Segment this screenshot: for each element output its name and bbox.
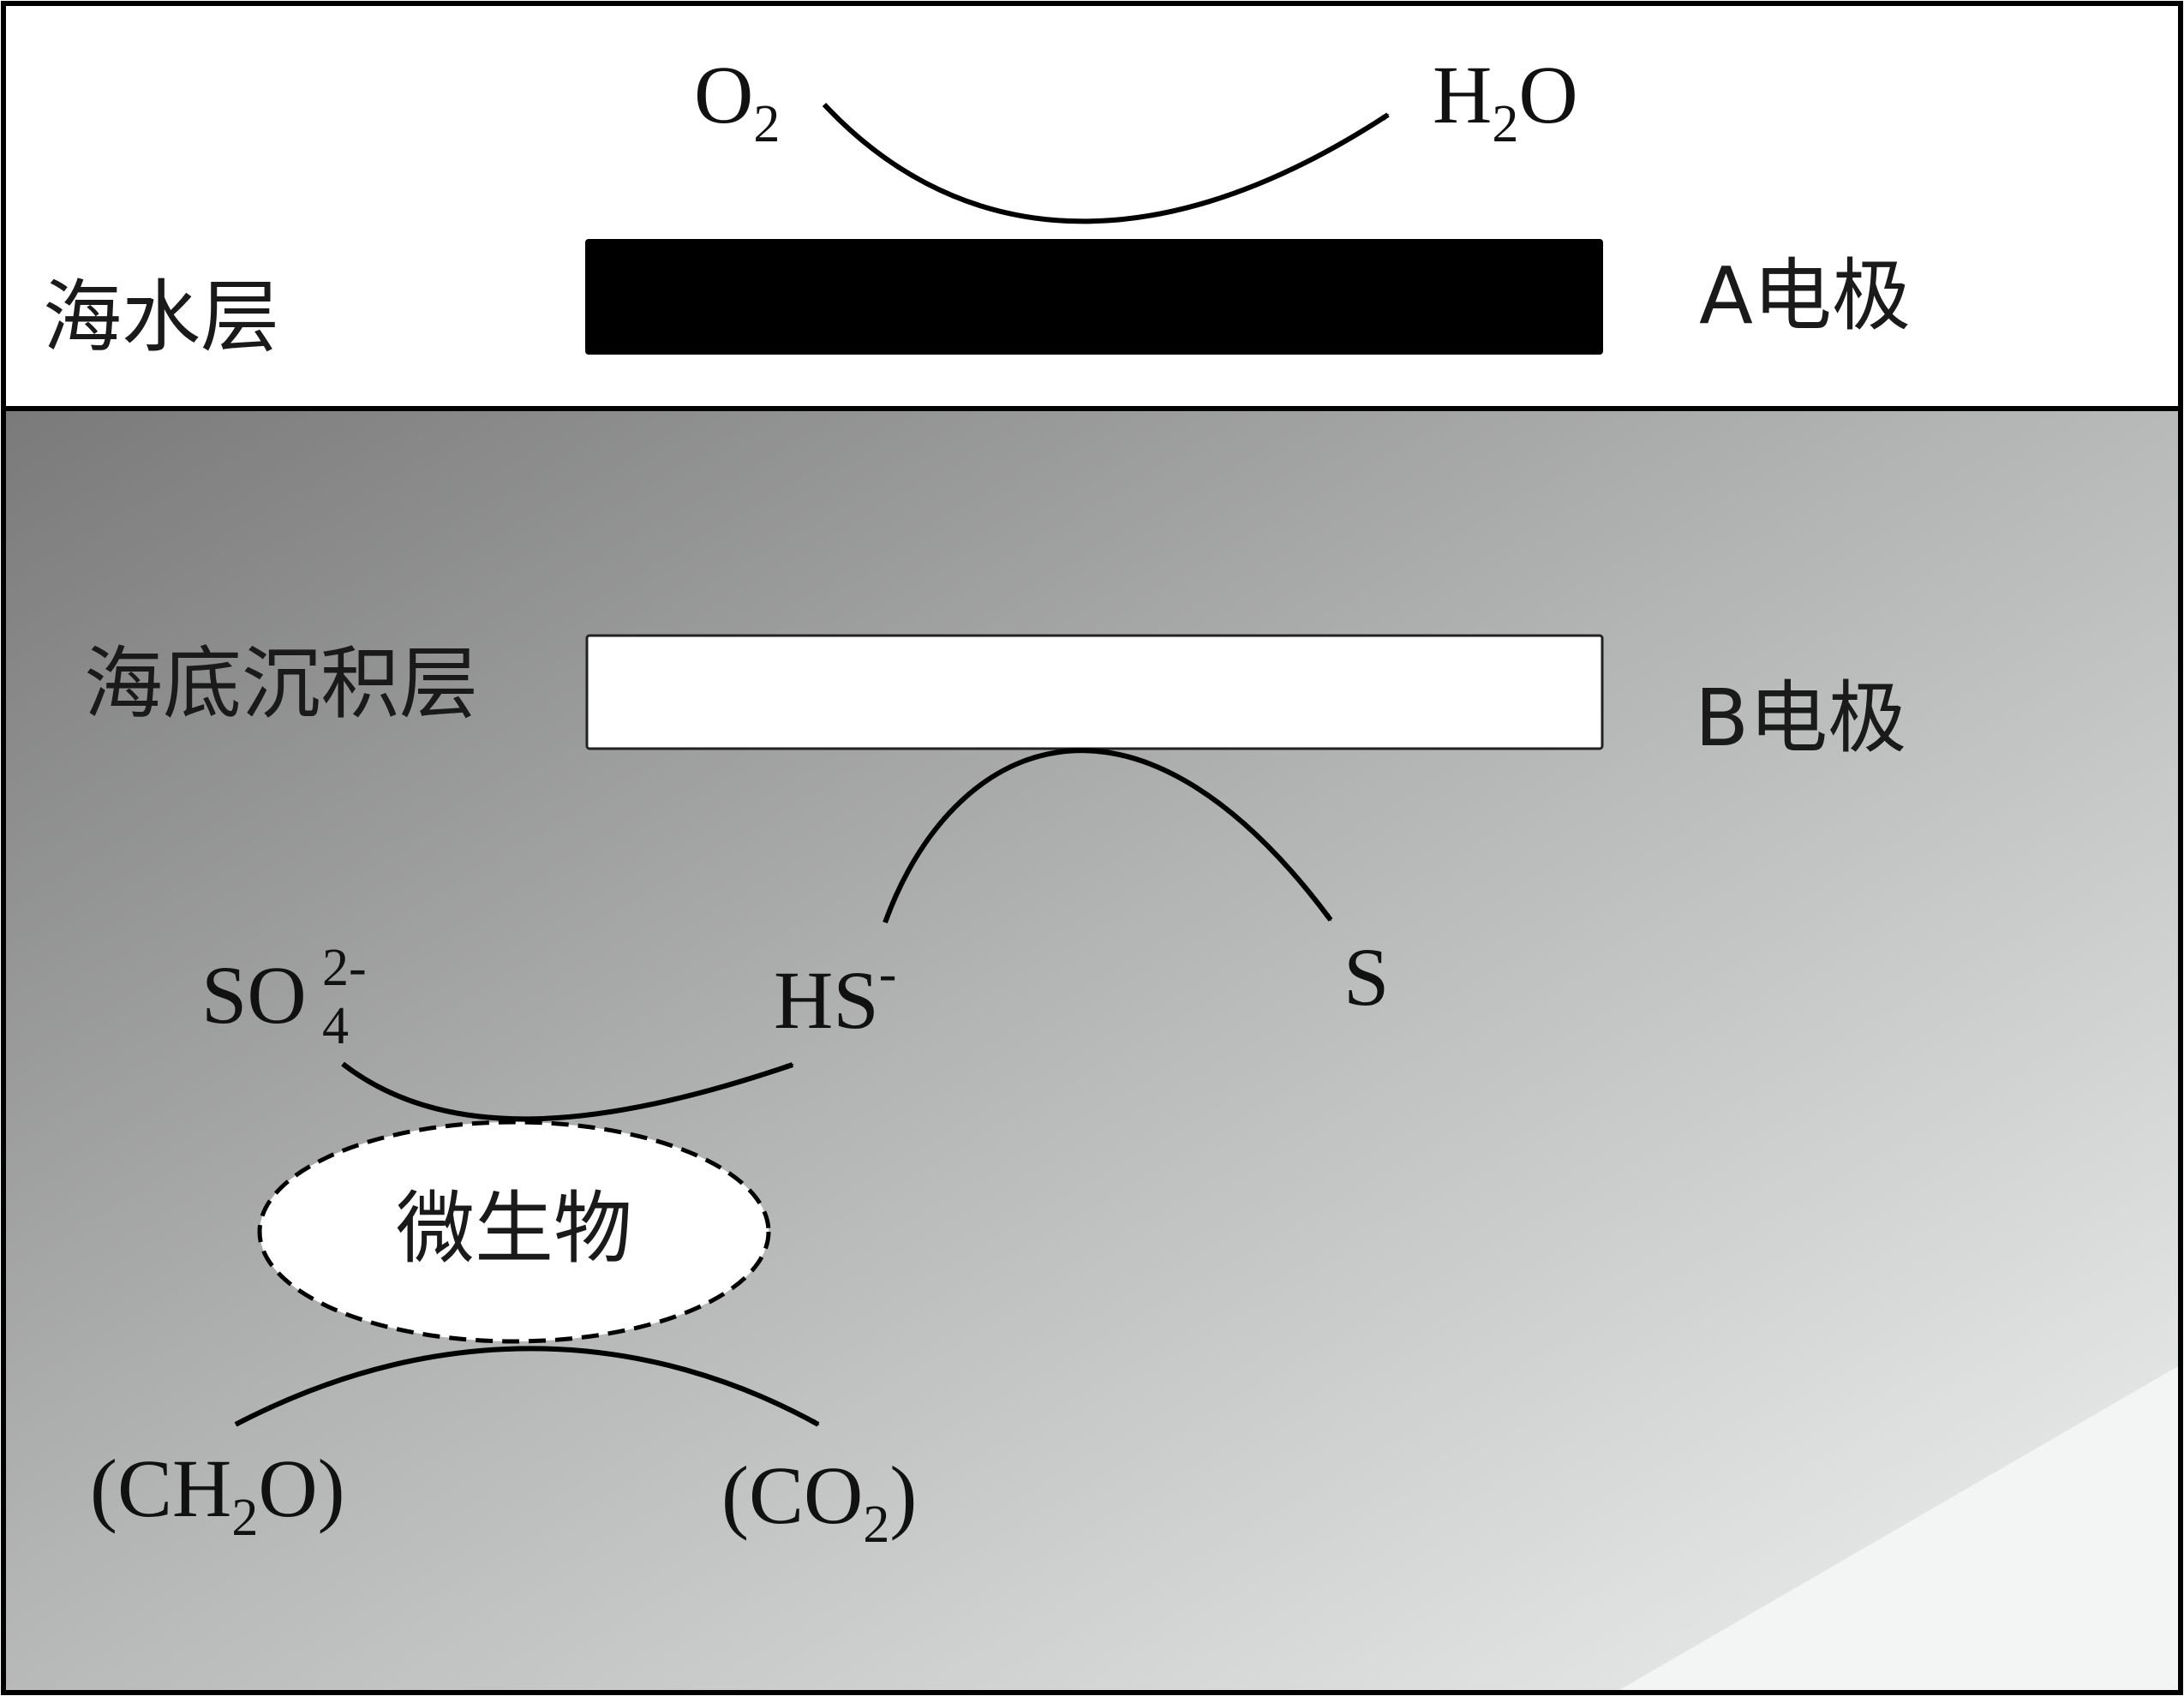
h2o-label: H2O xyxy=(1433,49,1578,153)
o2-label: O2 xyxy=(694,49,780,153)
s-label: S xyxy=(1343,931,1389,1023)
arrow-hs-to-s xyxy=(883,748,1333,924)
arrow-ch2o-to-co2 xyxy=(234,1346,820,1427)
electrode-b-label: B电极 xyxy=(1695,672,1906,764)
light-patch xyxy=(1619,1366,2178,1690)
co2-label: (CO2) xyxy=(721,1449,917,1554)
sediment-layer xyxy=(6,409,2178,1690)
sediment-layer-label: 海底沉积层 xyxy=(84,638,478,730)
arrow-o2-to-h2o xyxy=(822,102,1390,224)
microbe-ellipse xyxy=(257,1120,771,1344)
arrow-sulfate-to-hs xyxy=(341,1061,794,1122)
electrode-b-plate xyxy=(585,634,1604,750)
hs-label: HS- xyxy=(774,945,896,1046)
seawater-layer-label: 海水层 xyxy=(43,272,279,363)
ch2o-label: (CH2O) xyxy=(90,1442,345,1547)
electrode-a-plate xyxy=(585,239,1603,355)
electrode-a-label: A电极 xyxy=(1699,250,1911,342)
microbe-label: 微生物 xyxy=(396,1183,632,1275)
